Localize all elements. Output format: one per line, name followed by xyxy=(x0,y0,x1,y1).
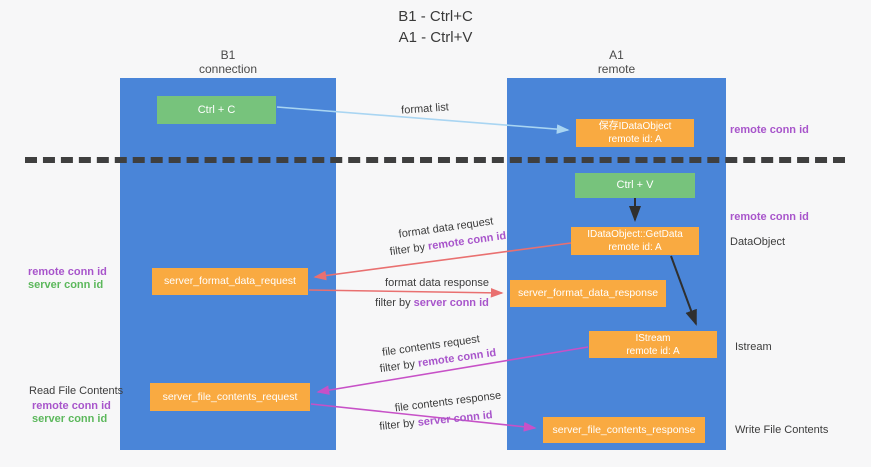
edge-label-format-data-response-filter: filter by server conn id xyxy=(375,297,489,309)
node-ctrl-v: Ctrl + V xyxy=(575,173,695,198)
remote-conn-id-text: remote conn id xyxy=(28,266,107,278)
node-ctrl-c-label: Ctrl + C xyxy=(197,103,236,116)
server-conn-id-text: server conn id xyxy=(413,297,489,309)
diagram-title-line1: B1 - Ctrl+C xyxy=(398,8,473,25)
lane-header-a1: A1 remote xyxy=(507,48,726,76)
lane-b1-role: connection xyxy=(198,62,258,76)
filter-by-text: filter by xyxy=(375,297,414,309)
diagram-title-line2: A1 - Ctrl+V xyxy=(398,29,473,46)
filter-by-text: filter by xyxy=(378,416,419,433)
filter-by-text: filter by xyxy=(379,357,419,376)
node-save-idataobject-line1: 保存IDataObject xyxy=(598,121,672,132)
annotation-istream: Istream xyxy=(735,341,772,353)
remote-conn-id-text: remote conn id xyxy=(32,400,111,412)
node-getdata-line1: IDataObject::GetData xyxy=(587,229,683,240)
lane-a1-name: A1 xyxy=(609,48,624,62)
node-save-idataobject: 保存IDataObject remote id: A xyxy=(576,119,694,147)
server-conn-id-text: server conn id xyxy=(28,279,104,291)
node-istream: IStream remote id: A xyxy=(589,331,717,358)
node-istream-line2: remote id: A xyxy=(626,345,680,357)
edge-label-format-list: format list xyxy=(400,101,450,117)
annotation-left-file-ids: remote conn id server conn id xyxy=(32,400,111,426)
annotation-left-format-ids: remote conn id server conn id xyxy=(28,266,107,292)
filter-by-text: filter by xyxy=(389,240,429,259)
format-data-response-arrow xyxy=(308,288,504,298)
node-server-file-contents-response: server_file_contents_response xyxy=(543,417,705,443)
node-sfdresp-label: server_format_data_response xyxy=(517,287,659,299)
node-server-format-data-request: server_format_data_request xyxy=(152,268,308,295)
node-getdata-line2: remote id: A xyxy=(608,242,662,253)
node-sfdreq-label: server_format_data_request xyxy=(164,275,296,287)
annotation-write-file-contents: Write File Contents xyxy=(735,424,829,436)
server-conn-id-text: server conn id xyxy=(32,413,108,425)
node-ctrl-v-label: Ctrl + V xyxy=(616,179,654,191)
annotation-remote-conn-id-top: remote conn id xyxy=(730,124,809,136)
node-sfcresp-label: server_file_contents_response xyxy=(552,423,696,436)
annotation-dataobject: DataObject xyxy=(730,236,786,248)
diagram-title: B1 - Ctrl+C A1 - Ctrl+V xyxy=(0,6,871,48)
node-ctrl-c: Ctrl + C xyxy=(157,96,276,124)
edge-label-format-data-response: format data response xyxy=(385,277,489,289)
node-server-format-data-response: server_format_data_response xyxy=(510,280,666,307)
node-server-file-contents-request: server_file_contents_request xyxy=(150,383,310,411)
node-sfcreq-label: server_file_contents_request xyxy=(162,390,298,403)
lane-b1-name: B1 xyxy=(220,48,236,62)
annotation-read-file-contents: Read File Contents xyxy=(29,385,124,397)
node-istream-line1: IStream xyxy=(635,332,671,344)
server-conn-id-text: server conn id xyxy=(417,409,494,429)
annotation-remote-conn-id-ctrlv: remote conn id xyxy=(730,211,809,223)
node-save-idataobject-line2: remote id: A xyxy=(608,134,662,145)
lane-a1-role: remote xyxy=(597,62,636,76)
lane-header-b1: B1 connection xyxy=(120,48,336,76)
node-idataobject-getdata: IDataObject::GetData remote id: A xyxy=(571,227,699,255)
phase-divider-dashed-line xyxy=(25,157,845,163)
